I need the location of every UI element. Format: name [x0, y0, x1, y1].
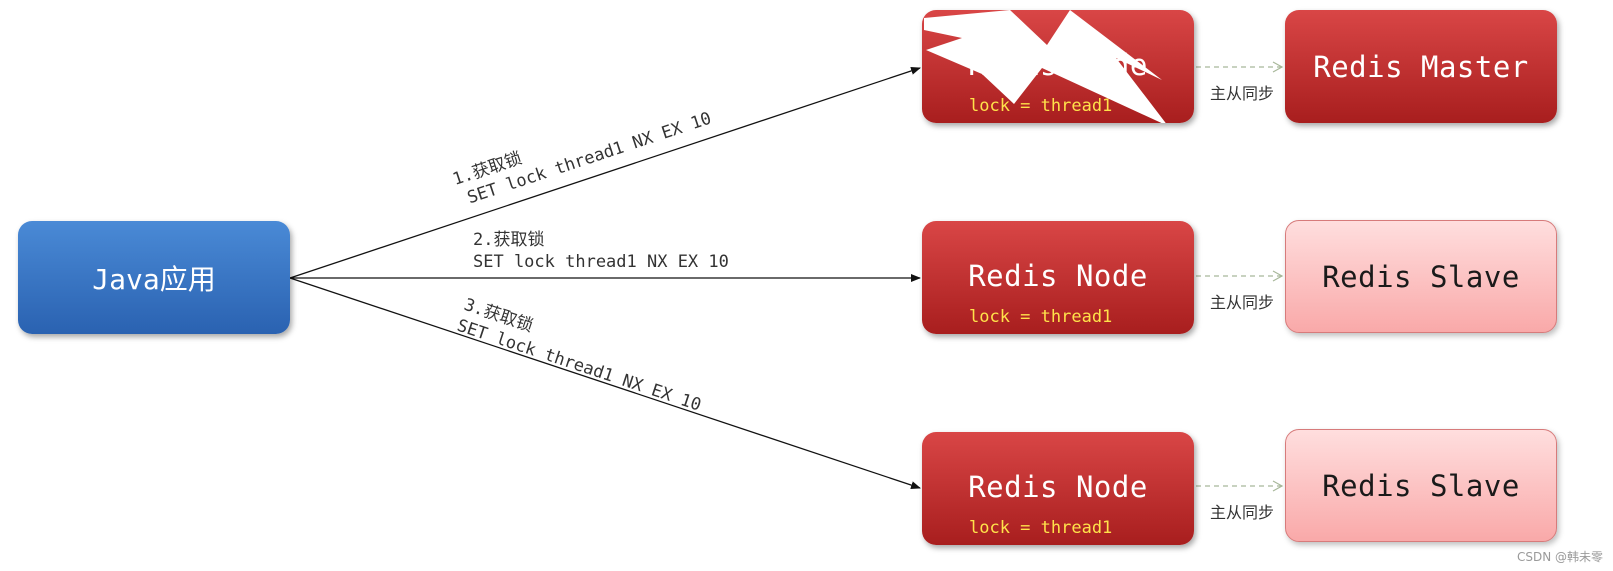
- redis-node-3: Redis Node lock = thread1: [922, 432, 1194, 545]
- edge-line-3: [289, 277, 921, 489]
- edge-label-2-command: SET lock thread1 NX EX 10: [473, 252, 729, 272]
- redis-node-1-label: Redis Node: [968, 48, 1148, 82]
- redis-master-node: Redis Master: [1285, 10, 1557, 123]
- redis-node-2-lock: lock = thread1: [969, 307, 1113, 327]
- edge-label-2: 2.获取锁 SET lock thread1 NX EX 10: [473, 229, 729, 273]
- redis-slave-1: Redis Slave: [1285, 220, 1557, 333]
- redis-node-3-lock: lock = thread1: [969, 518, 1113, 538]
- redis-node-3-label: Redis Node: [968, 470, 1148, 504]
- redis-node-2-label: Redis Node: [968, 259, 1148, 293]
- edge-line-1: [289, 67, 921, 279]
- redis-node-1-lock: lock = thread1: [969, 96, 1113, 116]
- redis-slave-1-label: Redis Slave: [1322, 259, 1520, 294]
- sync-label-2: 主从同步: [1209, 293, 1274, 312]
- sync-label-1: 主从同步: [1209, 84, 1274, 103]
- redis-master-label: Redis Master: [1313, 49, 1529, 84]
- redis-node-2: Redis Node lock = thread1: [922, 221, 1194, 334]
- redis-slave-2-label: Redis Slave: [1322, 468, 1520, 503]
- redis-node-1: Redis Node lock = thread1: [922, 10, 1194, 123]
- watermark: CSDN @韩未零: [1516, 550, 1603, 564]
- sync-label-3: 主从同步: [1209, 503, 1274, 522]
- java-app-node: Java应用: [18, 221, 290, 334]
- redis-slave-2: Redis Slave: [1285, 429, 1557, 542]
- edge-label-2-step: 2.获取锁: [473, 230, 545, 250]
- java-app-label: Java应用: [92, 262, 216, 296]
